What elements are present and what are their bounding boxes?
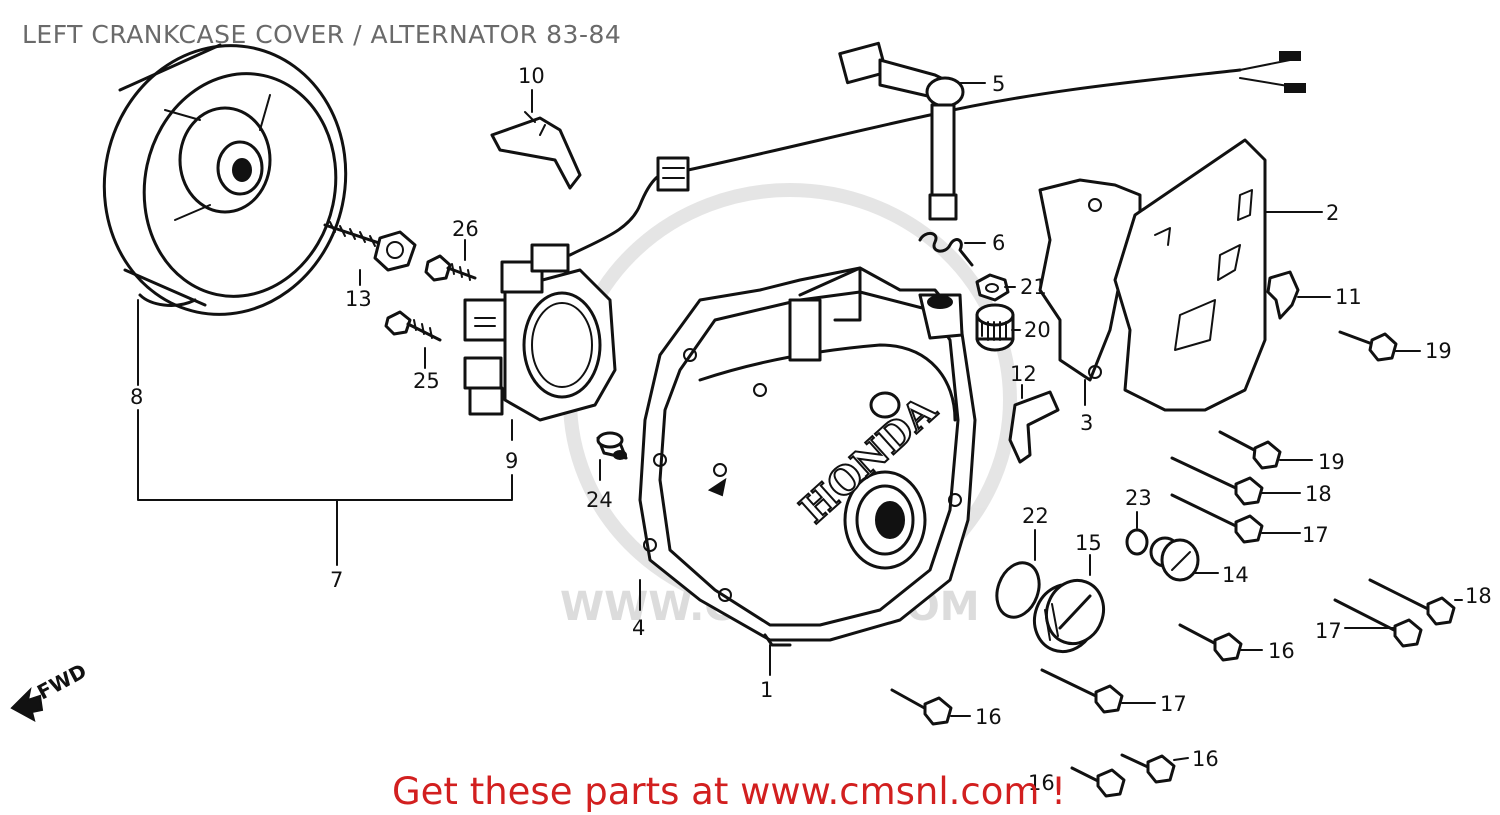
collar-bushing xyxy=(975,303,1015,352)
spring-clip xyxy=(918,232,974,267)
bolt-19-lower xyxy=(1218,430,1282,470)
sprocket-cover xyxy=(1113,138,1267,412)
callout-8: 8 xyxy=(130,385,143,409)
callout-18-b: 18 xyxy=(1465,584,1492,608)
callout-22: 22 xyxy=(1022,504,1049,528)
bolt-18-upper xyxy=(1170,456,1264,506)
wire-clamp-plate xyxy=(490,111,582,190)
o-ring-large xyxy=(995,561,1041,619)
bolt-19-upper xyxy=(1338,330,1398,362)
callout-26: 26 xyxy=(452,217,479,241)
flywheel-rotor xyxy=(102,43,348,316)
callout-17-b: 17 xyxy=(1315,619,1342,643)
sprocket-cover-gasket xyxy=(1038,178,1142,382)
callout-19-a: 19 xyxy=(1425,339,1452,363)
callout-15: 15 xyxy=(1075,531,1102,555)
callout-5: 5 xyxy=(992,72,1005,96)
callout-7: 7 xyxy=(330,568,343,592)
hex-nut xyxy=(975,273,1010,302)
callout-12: 12 xyxy=(1010,362,1037,386)
callout-23: 23 xyxy=(1125,486,1152,510)
callout-14: 14 xyxy=(1222,563,1249,587)
forward-direction-arrow: FWD xyxy=(10,659,91,722)
callout-16-a: 16 xyxy=(1268,639,1295,663)
left-crankcase-cover: HONDA xyxy=(638,266,977,647)
bolt-17-upper xyxy=(1170,493,1264,544)
bolt-18-lower xyxy=(1368,578,1456,626)
callout-20: 20 xyxy=(1024,318,1051,342)
callout-10: 10 xyxy=(518,64,545,88)
timing-hole-cap xyxy=(1033,578,1105,654)
stator-assembly xyxy=(463,166,682,422)
callout-25: 25 xyxy=(413,369,440,393)
rotor-bolt xyxy=(323,221,417,272)
stator-bolt-25 xyxy=(384,310,442,342)
callout-11: 11 xyxy=(1335,285,1362,309)
dowel-pin xyxy=(596,431,628,460)
callout-19-b: 19 xyxy=(1318,450,1345,474)
callout-18-a: 18 xyxy=(1305,482,1332,506)
callout-16-d: 16 xyxy=(1028,771,1055,795)
callout-16-c: 16 xyxy=(1192,747,1219,771)
callout-6: 6 xyxy=(992,231,1005,255)
cable-clip xyxy=(1266,270,1300,320)
bolt-16-left xyxy=(890,688,953,726)
callout-9: 9 xyxy=(505,449,518,473)
callout-1: 1 xyxy=(760,678,773,702)
bolt-17-bottom xyxy=(1040,668,1124,714)
callout-labels: 1 2 3 4 5 6 7 8 9 10 11 12 13 14 15 16 1… xyxy=(130,64,1492,795)
pulse-generator xyxy=(838,41,965,221)
diagram-title: LEFT CRANKCASE COVER / ALTERNATOR 83-84 xyxy=(22,20,622,49)
o-ring-small xyxy=(1125,528,1149,556)
bolt-16-right xyxy=(1178,623,1243,662)
bolt-16-bottom-a xyxy=(1120,753,1176,784)
callout-24: 24 xyxy=(586,488,613,512)
callout-21: 21 xyxy=(1020,275,1047,299)
callout-2: 2 xyxy=(1326,201,1339,225)
parts-promo-footer: Get these parts at www.cmsnl.com ! xyxy=(392,770,1067,813)
wire-grommet xyxy=(656,51,1306,192)
callout-3: 3 xyxy=(1080,411,1093,435)
bolt-17-lower xyxy=(1333,598,1423,648)
callout-4: 4 xyxy=(632,616,645,640)
callout-17-a: 17 xyxy=(1302,523,1329,547)
callout-17-c: 17 xyxy=(1160,692,1187,716)
wire-clamp xyxy=(1008,390,1060,464)
callout-13: 13 xyxy=(345,287,372,311)
bolt-16-bottom-b xyxy=(1070,766,1126,798)
stator-bolt-26 xyxy=(424,254,477,282)
leader-lines xyxy=(137,82,1463,761)
callout-16-b: 16 xyxy=(975,705,1002,729)
center-plug xyxy=(1149,536,1200,582)
fwd-label: FWD xyxy=(33,659,90,705)
